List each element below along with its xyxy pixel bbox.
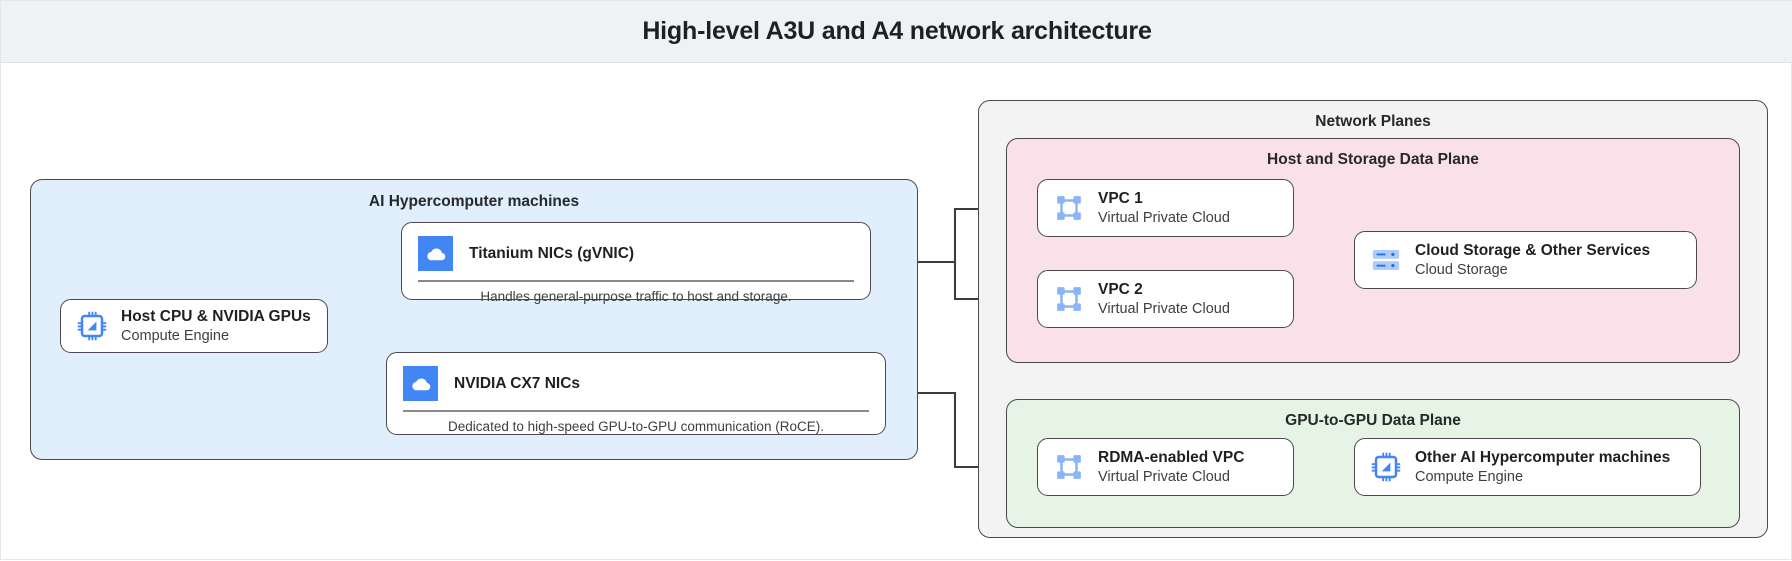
node-title: Other AI Hypercomputer machines bbox=[1415, 448, 1671, 466]
page-title: High-level A3U and A4 network architectu… bbox=[642, 17, 1152, 45]
network-planes-title: Network Planes bbox=[1315, 113, 1431, 130]
divider bbox=[418, 280, 854, 282]
divider bbox=[403, 410, 869, 412]
host-storage-plane-title: Host and Storage Data Plane bbox=[1267, 151, 1479, 168]
vpc-network-icon bbox=[1057, 196, 1081, 220]
card-title: Titanium NICs (gVNIC) bbox=[469, 244, 635, 262]
node-title: VPC 2 bbox=[1098, 280, 1143, 298]
cpu-chip-icon bbox=[77, 311, 107, 341]
vpc-network-icon bbox=[1057, 287, 1081, 311]
card-title: NVIDIA CX7 NICs bbox=[454, 374, 581, 392]
node-subtitle: Virtual Private Cloud bbox=[1098, 468, 1230, 485]
cloud-storage-icon bbox=[1372, 250, 1400, 270]
node-title: Host CPU & NVIDIA GPUs bbox=[121, 307, 311, 325]
node-subtitle: Virtual Private Cloud bbox=[1098, 209, 1230, 226]
cloud-icon bbox=[418, 236, 453, 271]
node-title: VPC 1 bbox=[1098, 189, 1143, 207]
ai-hypercomputer-machines-title: AI Hypercomputer machines bbox=[368, 193, 580, 210]
node-title: RDMA-enabled VPC bbox=[1098, 448, 1245, 466]
node-subtitle: Virtual Private Cloud bbox=[1098, 300, 1230, 317]
vpc-network-icon bbox=[1057, 455, 1081, 479]
node-subtitle: Compute Engine bbox=[1415, 468, 1524, 485]
node-other-ai-hypercomputer-machines[interactable]: Other AI Hypercomputer machines Compute … bbox=[1354, 438, 1701, 496]
card-titanium-nics[interactable]: Titanium NICs (gVNIC) Handles general-pu… bbox=[401, 222, 871, 304]
card-nvidia-cx7-nics[interactable]: NVIDIA CX7 NICs Dedicated to high-speed … bbox=[386, 352, 886, 435]
gpu-plane-title: GPU-to-GPU Data Plane bbox=[1285, 412, 1461, 429]
node-host-cpu-gpus[interactable]: Host CPU & NVIDIA GPUs Compute Engine bbox=[60, 299, 328, 353]
cpu-chip-icon bbox=[1371, 452, 1401, 482]
node-vpc-2[interactable]: VPC 2 Virtual Private Cloud bbox=[1037, 270, 1294, 328]
card-description: Handles general-purpose traffic to host … bbox=[480, 288, 792, 304]
card-description: Dedicated to high-speed GPU-to-GPU commu… bbox=[448, 418, 824, 434]
node-subtitle: Compute Engine bbox=[121, 327, 230, 344]
node-subtitle: Cloud Storage bbox=[1415, 261, 1508, 278]
node-cloud-storage[interactable]: Cloud Storage & Other Services Cloud Sto… bbox=[1354, 231, 1697, 289]
header-bar: High-level A3U and A4 network architectu… bbox=[1, 1, 1792, 63]
node-rdma-enabled-vpc[interactable]: RDMA-enabled VPC Virtual Private Cloud bbox=[1037, 438, 1294, 496]
cloud-icon bbox=[403, 366, 438, 401]
node-vpc-1[interactable]: VPC 1 Virtual Private Cloud bbox=[1037, 179, 1294, 237]
node-title: Cloud Storage & Other Services bbox=[1415, 241, 1651, 259]
